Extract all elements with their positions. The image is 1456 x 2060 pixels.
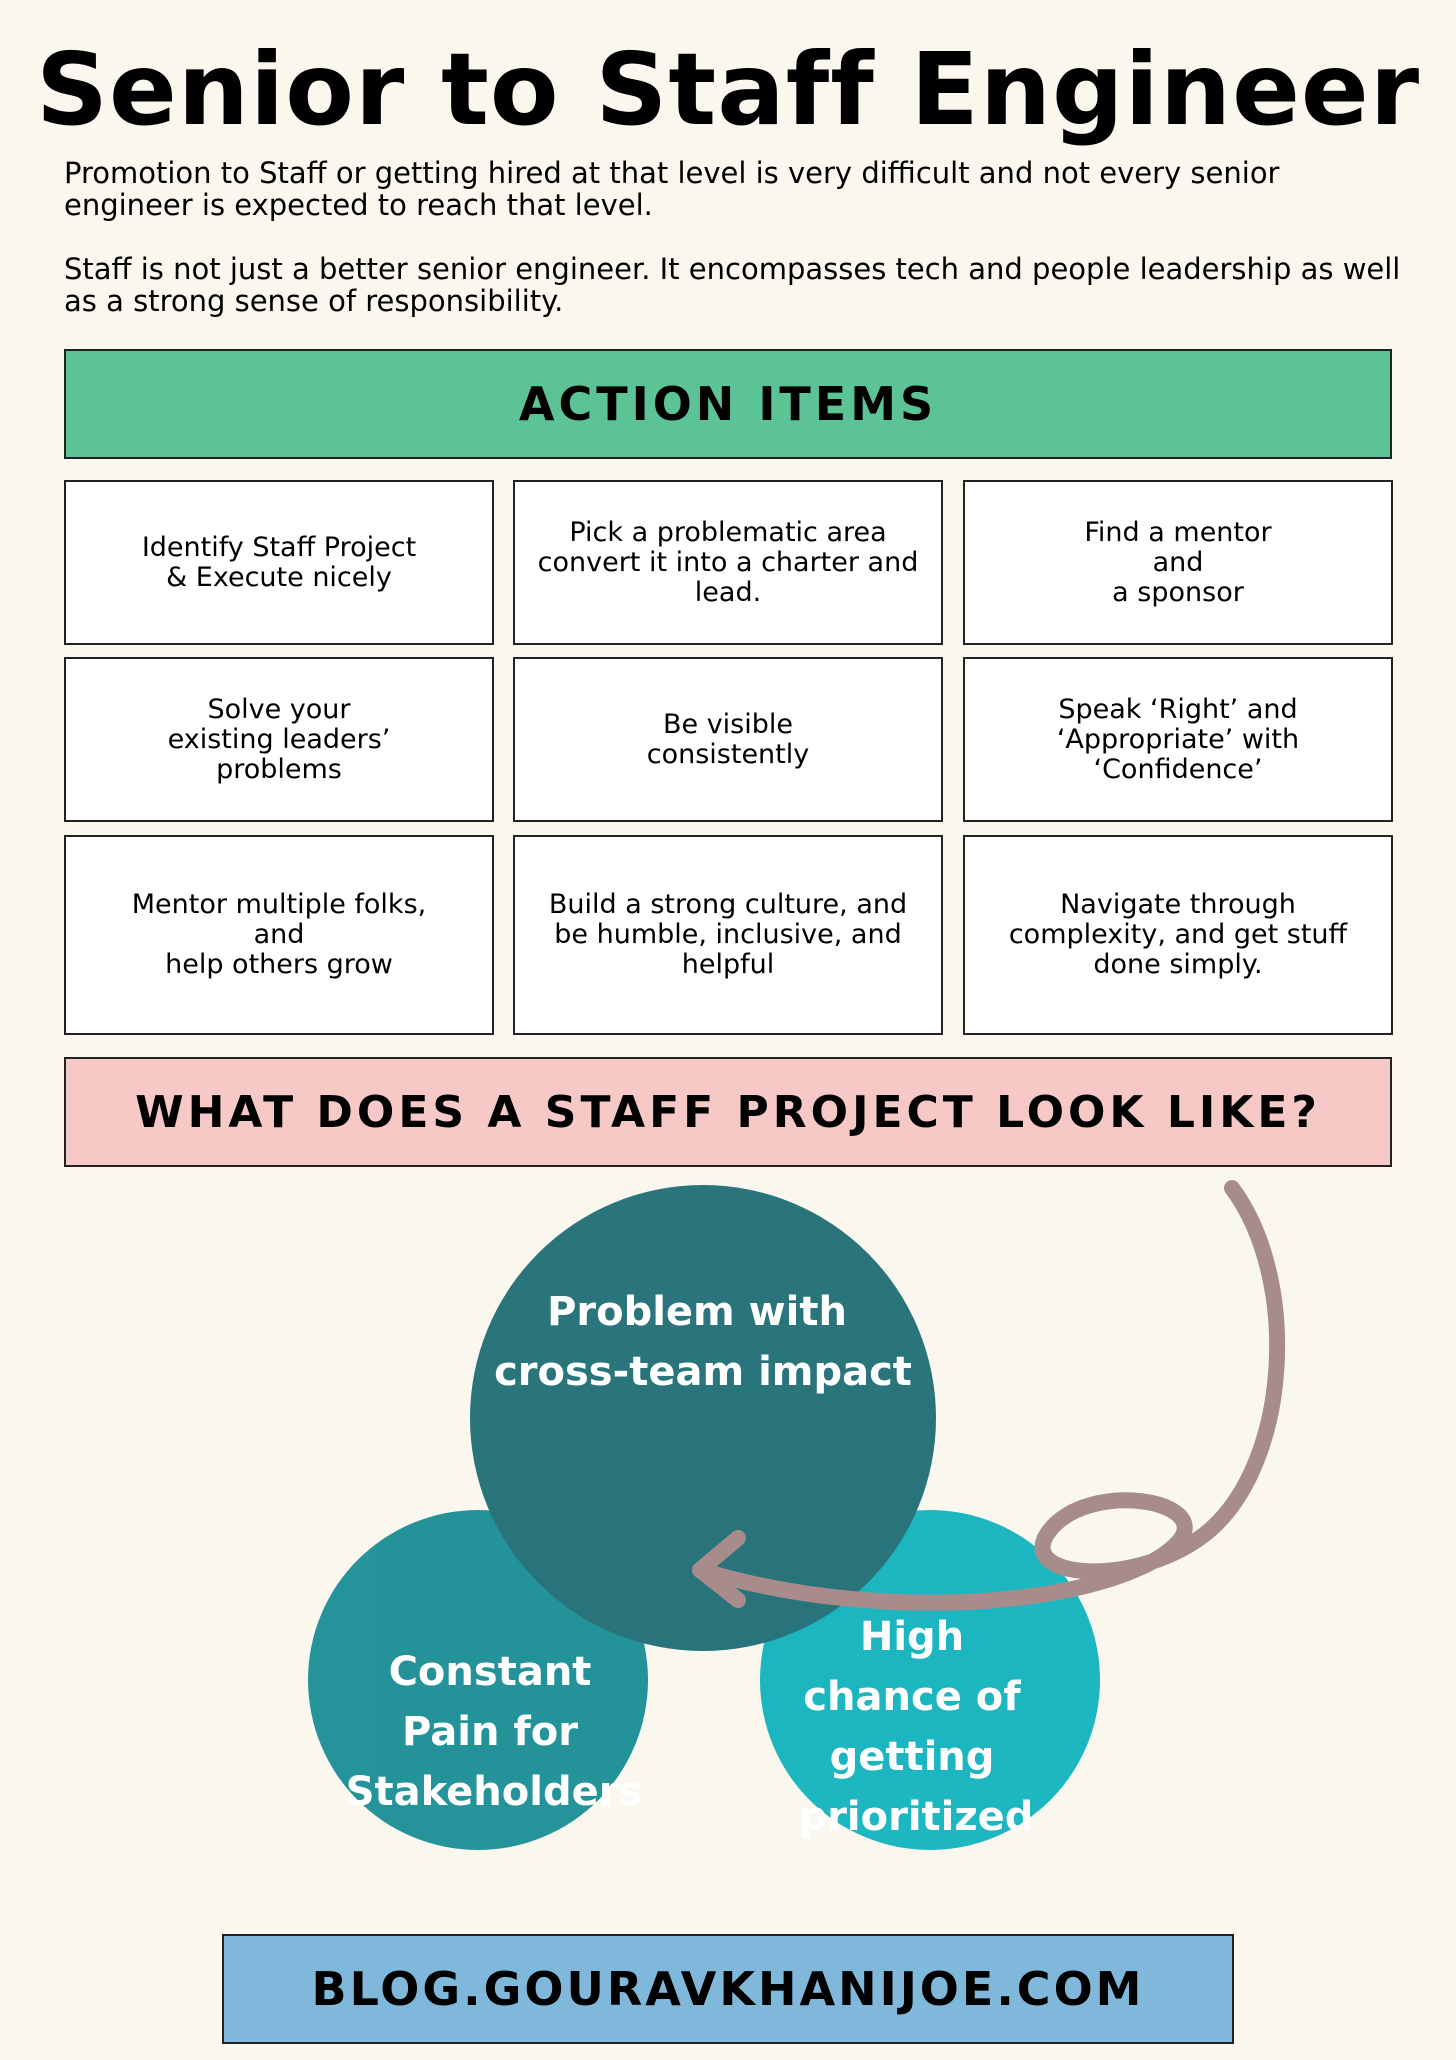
intro-paragraph-2: Staff is not just a better senior engine…: [64, 252, 1401, 318]
svg-text:Problem with: Problem with: [547, 1289, 847, 1335]
action-card: Navigate through complexity, and get stu…: [963, 835, 1393, 1035]
svg-text:Pain for: Pain for: [402, 1709, 578, 1755]
svg-text:cross-team impact: cross-team impact: [494, 1349, 912, 1395]
action-card: Identify Staff Project & Execute nicely: [64, 480, 494, 645]
action-card: Mentor multiple folks, and help others g…: [64, 835, 494, 1035]
page-title: Senior to Staff Engineer: [35, 31, 1421, 148]
venn-circle-cross-team-impact: [470, 1185, 936, 1651]
venn-label-top: Problem with cross-team impact: [494, 1289, 912, 1395]
action-card: Find a mentor and a sponsor: [963, 480, 1393, 645]
action-card: Speak ‘Right’ and ‘Appropriate’ with ‘Co…: [963, 657, 1393, 822]
action-card: Pick a problematic area convert it into …: [513, 480, 943, 645]
venn-label-left: Constant Pain for Stakeholders: [346, 1649, 643, 1815]
staff-project-heading: WHAT DOES A STAFF PROJECT LOOK LIKE?: [64, 1057, 1392, 1167]
action-card: Be visible consistently: [513, 657, 943, 822]
venn-label-right: High chance of getting prioritized: [799, 1614, 1034, 1840]
arrow-head-icon: [692, 1530, 746, 1608]
svg-text:High: High: [860, 1614, 964, 1660]
svg-text:Constant: Constant: [389, 1649, 592, 1695]
action-card: Build a strong culture, and be humble, i…: [513, 835, 943, 1035]
svg-text:getting: getting: [830, 1734, 995, 1780]
action-items-heading: ACTION ITEMS: [64, 349, 1392, 459]
curved-arrow: [692, 1180, 1286, 1611]
intro-paragraph-1: Promotion to Staff or getting hired at t…: [64, 156, 1280, 222]
action-card: Solve your existing leaders’ problems: [64, 657, 494, 822]
svg-text:Stakeholders: Stakeholders: [346, 1769, 643, 1815]
blog-url-footer: BLOG.GOURAVKHANIJOE.COM: [222, 1934, 1234, 2044]
svg-text:chance of: chance of: [803, 1674, 1021, 1720]
svg-text:prioritized: prioritized: [799, 1794, 1034, 1840]
venn-diagram: Problem with cross-team impact Constant …: [308, 1180, 1286, 1850]
